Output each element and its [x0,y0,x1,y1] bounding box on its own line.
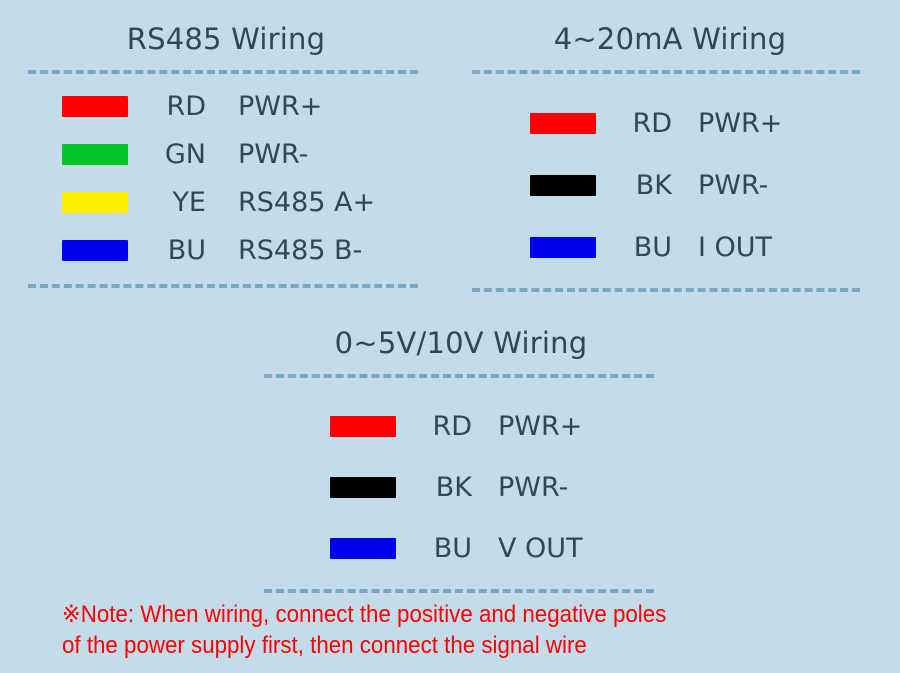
wire-function: PWR+ [698,107,783,139]
wire-code: RD [632,107,672,139]
warning-note-line-1: ※Note: When wiring, connect the positive… [62,601,667,628]
divider-top-4-20ma [472,70,860,74]
wire-list-4-20ma: RD PWR+ BK PWR- BU I OUT [472,92,868,278]
warning-note: ※Note: When wiring, connect the positive… [62,599,797,661]
wire-function: PWR+ [238,90,323,122]
wire-row: RD PWR+ [28,82,424,130]
divider-top-0-5v-10v [264,374,654,378]
wire-row: BU V OUT [264,518,658,579]
wire-color-swatch-black [530,174,596,196]
wire-function: I OUT [698,231,773,263]
wire-color-swatch-blue [530,236,596,258]
wire-function: V OUT [498,533,583,564]
wire-code: BK [435,472,472,503]
wire-code: BU [633,231,672,263]
wire-row: GN PWR- [28,130,424,178]
divider-bottom-0-5v-10v [264,589,654,593]
wire-color-swatch-red [330,416,396,437]
wire-row: BU I OUT [472,216,868,278]
wire-code: GN [164,138,206,170]
wire-function: RS485 B- [238,234,363,266]
wire-code: BU [433,533,472,564]
wire-code: YE [172,186,206,218]
wire-list-rs485: RD PWR+ GN PWR- YE RS485 A+ BU RS485 B- [28,82,424,274]
divider-top-rs485 [28,70,418,74]
wire-color-swatch-red [62,95,128,117]
wire-row: BU RS485 B- [28,226,424,274]
wire-row: RD PWR+ [472,92,868,154]
wire-code: RD [432,411,472,442]
panel-rs485: RS485 Wiring RD PWR+ GN PWR- YE RS485 A+… [28,22,424,288]
warning-note-line-2: of the power supply first, then connect … [62,632,587,659]
panel-4-20ma: 4~20mA Wiring RD PWR+ BK PWR- BU I OUT [472,22,868,292]
wire-color-swatch-black [330,477,396,498]
wire-color-swatch-yellow [62,191,128,213]
wire-function: PWR+ [498,411,583,442]
divider-bottom-4-20ma [472,288,860,292]
panel-title-rs485: RS485 Wiring [126,22,326,56]
wire-row: RD PWR+ [264,396,658,457]
divider-bottom-rs485 [28,284,418,288]
wire-code: BU [167,234,206,266]
wire-color-swatch-green [62,143,128,165]
wire-row: BK PWR- [264,457,658,518]
wire-code: RD [166,90,206,122]
panel-title-4-20ma: 4~20mA Wiring [553,22,787,56]
panel-title-0-5v-10v: 0~5V/10V Wiring [334,326,588,360]
panel-0-5v-10v: 0~5V/10V Wiring RD PWR+ BK PWR- BU V OUT [264,326,658,593]
wire-function: PWR- [238,138,309,170]
wire-function: RS485 A+ [238,186,376,218]
wire-function: PWR- [498,472,569,503]
wire-list-0-5v-10v: RD PWR+ BK PWR- BU V OUT [264,396,658,579]
wire-color-swatch-blue [330,538,396,559]
wire-row: BK PWR- [472,154,868,216]
wire-color-swatch-red [530,112,596,134]
wire-color-swatch-blue [62,239,128,261]
wire-code: BK [635,169,672,201]
wire-row: YE RS485 A+ [28,178,424,226]
wire-function: PWR- [698,169,769,201]
